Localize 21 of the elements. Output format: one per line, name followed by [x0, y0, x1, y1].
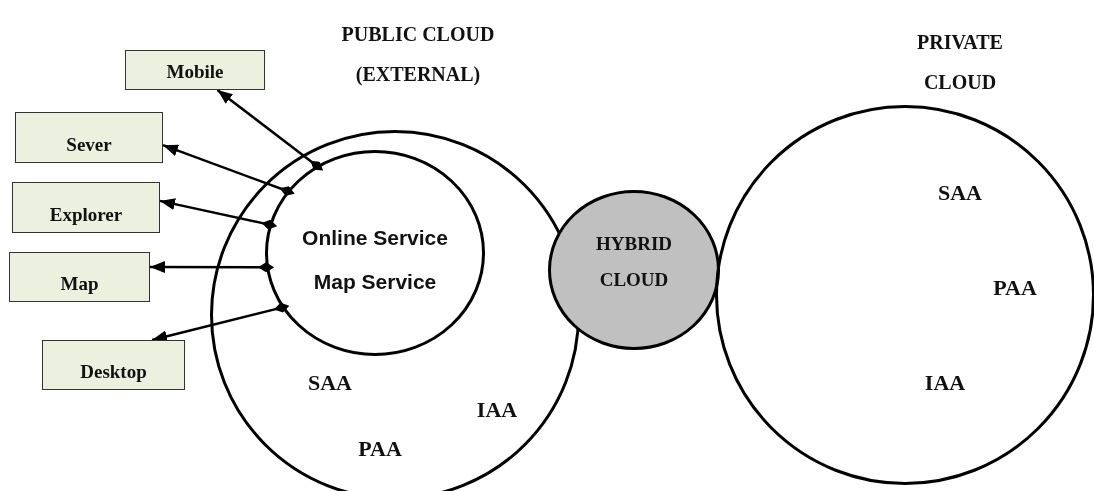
- service-label: IAA: [476, 397, 518, 423]
- service-name: Map Service: [313, 270, 437, 294]
- service-label: PAA: [993, 275, 1037, 301]
- service-label: SAA: [308, 370, 352, 396]
- cloud-heading: PRIVATE CLOUD: [916, 30, 1004, 95]
- cloud-heading: HYBRID CLOUD: [595, 232, 673, 292]
- cloud-heading: PUBLIC CLOUD (EXTERNAL): [340, 22, 496, 88]
- label-box: Desktop: [42, 340, 185, 390]
- arrow: [159, 198, 278, 230]
- label-box: Sever: [15, 112, 163, 163]
- service-name: Online Service: [302, 226, 448, 250]
- label-box: Explorer: [12, 182, 160, 233]
- arrow: [150, 261, 275, 274]
- label-box: Map: [9, 252, 150, 302]
- service-label: SAA: [938, 180, 982, 206]
- service-label: IAA: [924, 370, 966, 396]
- arrow: [162, 144, 295, 196]
- arrow: [216, 89, 324, 171]
- label-box: Mobile: [125, 50, 265, 90]
- service-label: PAA: [358, 436, 402, 462]
- arrow: [151, 302, 290, 343]
